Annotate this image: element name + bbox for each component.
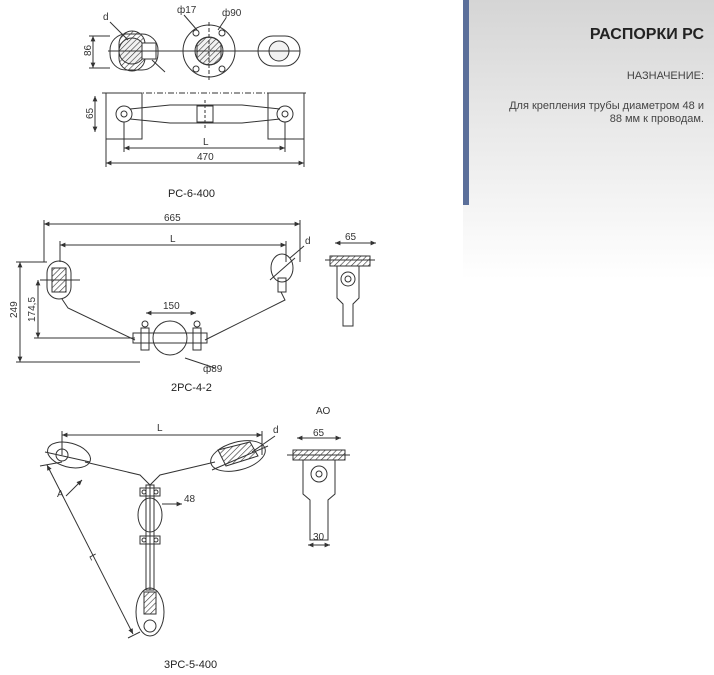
drawing-2rs-4-2 — [16, 220, 376, 369]
left-clamp-2rs — [40, 260, 80, 300]
right-clamp-3rs — [210, 440, 269, 472]
dim-A: A — [57, 489, 64, 500]
dim-d-3rs: d — [273, 425, 279, 436]
dim-L: L — [203, 137, 209, 148]
panel-subtitle: НАЗНАЧЕНИЕ: — [626, 70, 704, 82]
info-panel — [463, 0, 714, 280]
drawing-rs-6-400 — [89, 14, 308, 167]
dim-48: 48 — [184, 494, 196, 505]
caption-2rs-4-2: 2РС-4-2 — [171, 382, 212, 394]
dim-65-3rs: 65 — [313, 428, 325, 439]
caption-rs-6-400: РС-6-400 — [168, 188, 215, 200]
panel-accent-bar — [463, 0, 469, 205]
dim-249: 249 — [9, 301, 20, 318]
bottom-clamp-3rs — [135, 587, 165, 637]
dim-174-5: 174,5 — [27, 297, 38, 322]
view-label-AO: АО — [316, 406, 330, 417]
drawing1-labels: d ф17 ф90 86 65 L 470 РС-6-400 — [83, 4, 242, 200]
drawing-3rs-5-400 — [39, 431, 350, 639]
dim-phi17: ф17 — [177, 4, 197, 16]
dim-470: 470 — [197, 152, 214, 163]
dim-d-2rs: d — [305, 236, 311, 247]
center-rod-3rs — [137, 484, 163, 591]
drawing3-labels: L d A L 48 АО 65 30 3РС-5-400 — [57, 406, 330, 671]
dim-665: 665 — [164, 213, 181, 224]
panel-description: Для крепления трубы диаметром 48 и 88 мм… — [509, 100, 704, 125]
drawing2-labels: 665 L d 65 249 174,5 150 ф89 2РС-4-2 — [9, 213, 357, 394]
side-view-2rs — [325, 255, 375, 327]
dim-phi90: ф90 — [222, 7, 242, 19]
caption-3rs-5-400: 3РС-5-400 — [164, 659, 217, 671]
dim-65: 65 — [85, 107, 96, 119]
technical-drawings: d ф17 ф90 86 65 L 470 РС-6-400 — [9, 4, 376, 671]
right-clamp-top-view — [257, 35, 301, 67]
dim-L-top-3rs: L — [157, 423, 163, 434]
dim-65-2rs: 65 — [345, 232, 357, 243]
dim-L-2rs: L — [170, 234, 176, 245]
dim-150: 150 — [163, 301, 180, 312]
dim-phi89: ф89 — [203, 363, 223, 375]
side-view-3rs — [287, 449, 350, 541]
dim-L-side-3rs: L — [86, 552, 99, 562]
dim-86: 86 — [83, 44, 94, 56]
right-clamp-2rs — [269, 253, 296, 293]
center-flange-top-view — [180, 22, 260, 80]
panel-title: РАСПОРКИ РС — [589, 26, 704, 43]
dim-30: 30 — [313, 532, 325, 543]
dim-d: d — [103, 12, 109, 23]
left-clamp-top-view — [108, 30, 180, 73]
side-view-rs-6-400 — [102, 92, 308, 140]
center-clamp-2rs — [132, 320, 208, 356]
left-clamp-3rs — [44, 441, 91, 469]
